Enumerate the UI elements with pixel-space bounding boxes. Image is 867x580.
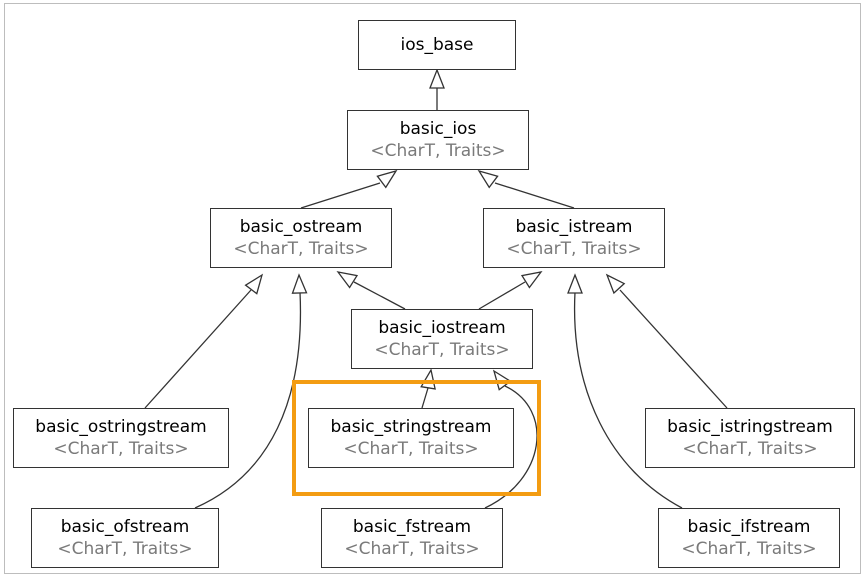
edge-basic-istringstream-to-basic-istream-arrowhead [605, 273, 626, 295]
edge-basic-ofstream-to-basic-ostream-arrowhead [291, 273, 308, 294]
node-template-params: <CharT, Traits> [343, 439, 479, 459]
node-name: basic_ostream [239, 217, 363, 237]
edge-basic-ostream-to-basic-ios-arrowhead [376, 169, 398, 189]
node-basic-ifstream[interactable]: basic_ifstream <CharT, Traits> [658, 508, 840, 568]
edge-basic-istream-to-basic-ios-arrowhead [477, 169, 499, 189]
node-name: basic_istringstream [667, 417, 833, 437]
edge-basic-stringstream-to-basic-iostream [421, 387, 429, 409]
edge-basic-ifstream-to-basic-istream-arrowhead [567, 273, 583, 294]
node-template-params: <CharT, Traits> [374, 340, 510, 360]
node-basic-istream[interactable]: basic_istream <CharT, Traits> [483, 208, 665, 268]
edge-basic-iostream-to-basic-istream [478, 281, 526, 310]
node-basic-ios[interactable]: basic_ios <CharT, Traits> [347, 110, 529, 170]
node-name: basic_ostringstream [35, 417, 207, 437]
node-name: basic_istream [515, 217, 633, 237]
edge-basic-ios-to-ios-base-arrowhead [429, 68, 445, 89]
node-name: basic_stringstream [330, 417, 492, 437]
edge-basic-istream-to-basic-ios [494, 182, 575, 209]
node-template-params: <CharT, Traits> [233, 239, 369, 259]
diagram-frame [4, 3, 861, 574]
node-basic-ostringstream[interactable]: basic_ostringstream <CharT, Traits> [13, 408, 229, 468]
node-name: ios_base [400, 35, 474, 55]
node-name: basic_fstream [352, 517, 472, 537]
node-basic-ostream[interactable]: basic_ostream <CharT, Traits> [210, 208, 392, 268]
node-basic-stringstream[interactable]: basic_stringstream <CharT, Traits> [308, 408, 514, 468]
node-basic-iostream[interactable]: basic_iostream <CharT, Traits> [351, 309, 533, 369]
node-basic-ofstream[interactable]: basic_ofstream <CharT, Traits> [31, 508, 219, 568]
node-template-params: <CharT, Traits> [506, 239, 642, 259]
node-template-params: <CharT, Traits> [344, 539, 480, 559]
node-template-params: <CharT, Traits> [57, 539, 193, 559]
node-basic-istringstream[interactable]: basic_istringstream <CharT, Traits> [645, 408, 855, 468]
node-name: basic_ifstream [687, 517, 811, 537]
node-basic-fstream[interactable]: basic_fstream <CharT, Traits> [321, 508, 503, 568]
node-name: basic_ofstream [60, 517, 190, 537]
edge-basic-ostringstream-to-basic-ostream-arrowhead [244, 273, 264, 295]
edge-basic-ifstream-to-basic-istream [573, 291, 683, 509]
edge-basic-istringstream-to-basic-istream [619, 289, 728, 409]
node-template-params: <CharT, Traits> [681, 539, 817, 559]
edge-basic-ofstream-to-basic-ostream [194, 291, 302, 509]
node-name: basic_ios [399, 119, 477, 139]
edge-basic-ostream-to-basic-ios [300, 182, 381, 209]
node-template-params: <CharT, Traits> [53, 439, 189, 459]
edge-basic-iostream-to-basic-ostream-arrowhead [336, 271, 359, 289]
edge-basic-iostream-to-basic-ostream [353, 281, 406, 310]
node-template-params: <CharT, Traits> [682, 439, 818, 459]
edge-basic-iostream-to-basic-istream-arrowhead [520, 271, 543, 289]
edge-basic-ostringstream-to-basic-ostream [144, 289, 252, 409]
node-name: basic_iostream [378, 318, 506, 338]
node-ios-base[interactable]: ios_base [358, 20, 516, 70]
node-template-params: <CharT, Traits> [370, 141, 506, 161]
edge-basic-fstream-to-basic-iostream [484, 385, 538, 509]
edge-basic-stringstream-to-basic-iostream-arrowhead [420, 368, 436, 390]
